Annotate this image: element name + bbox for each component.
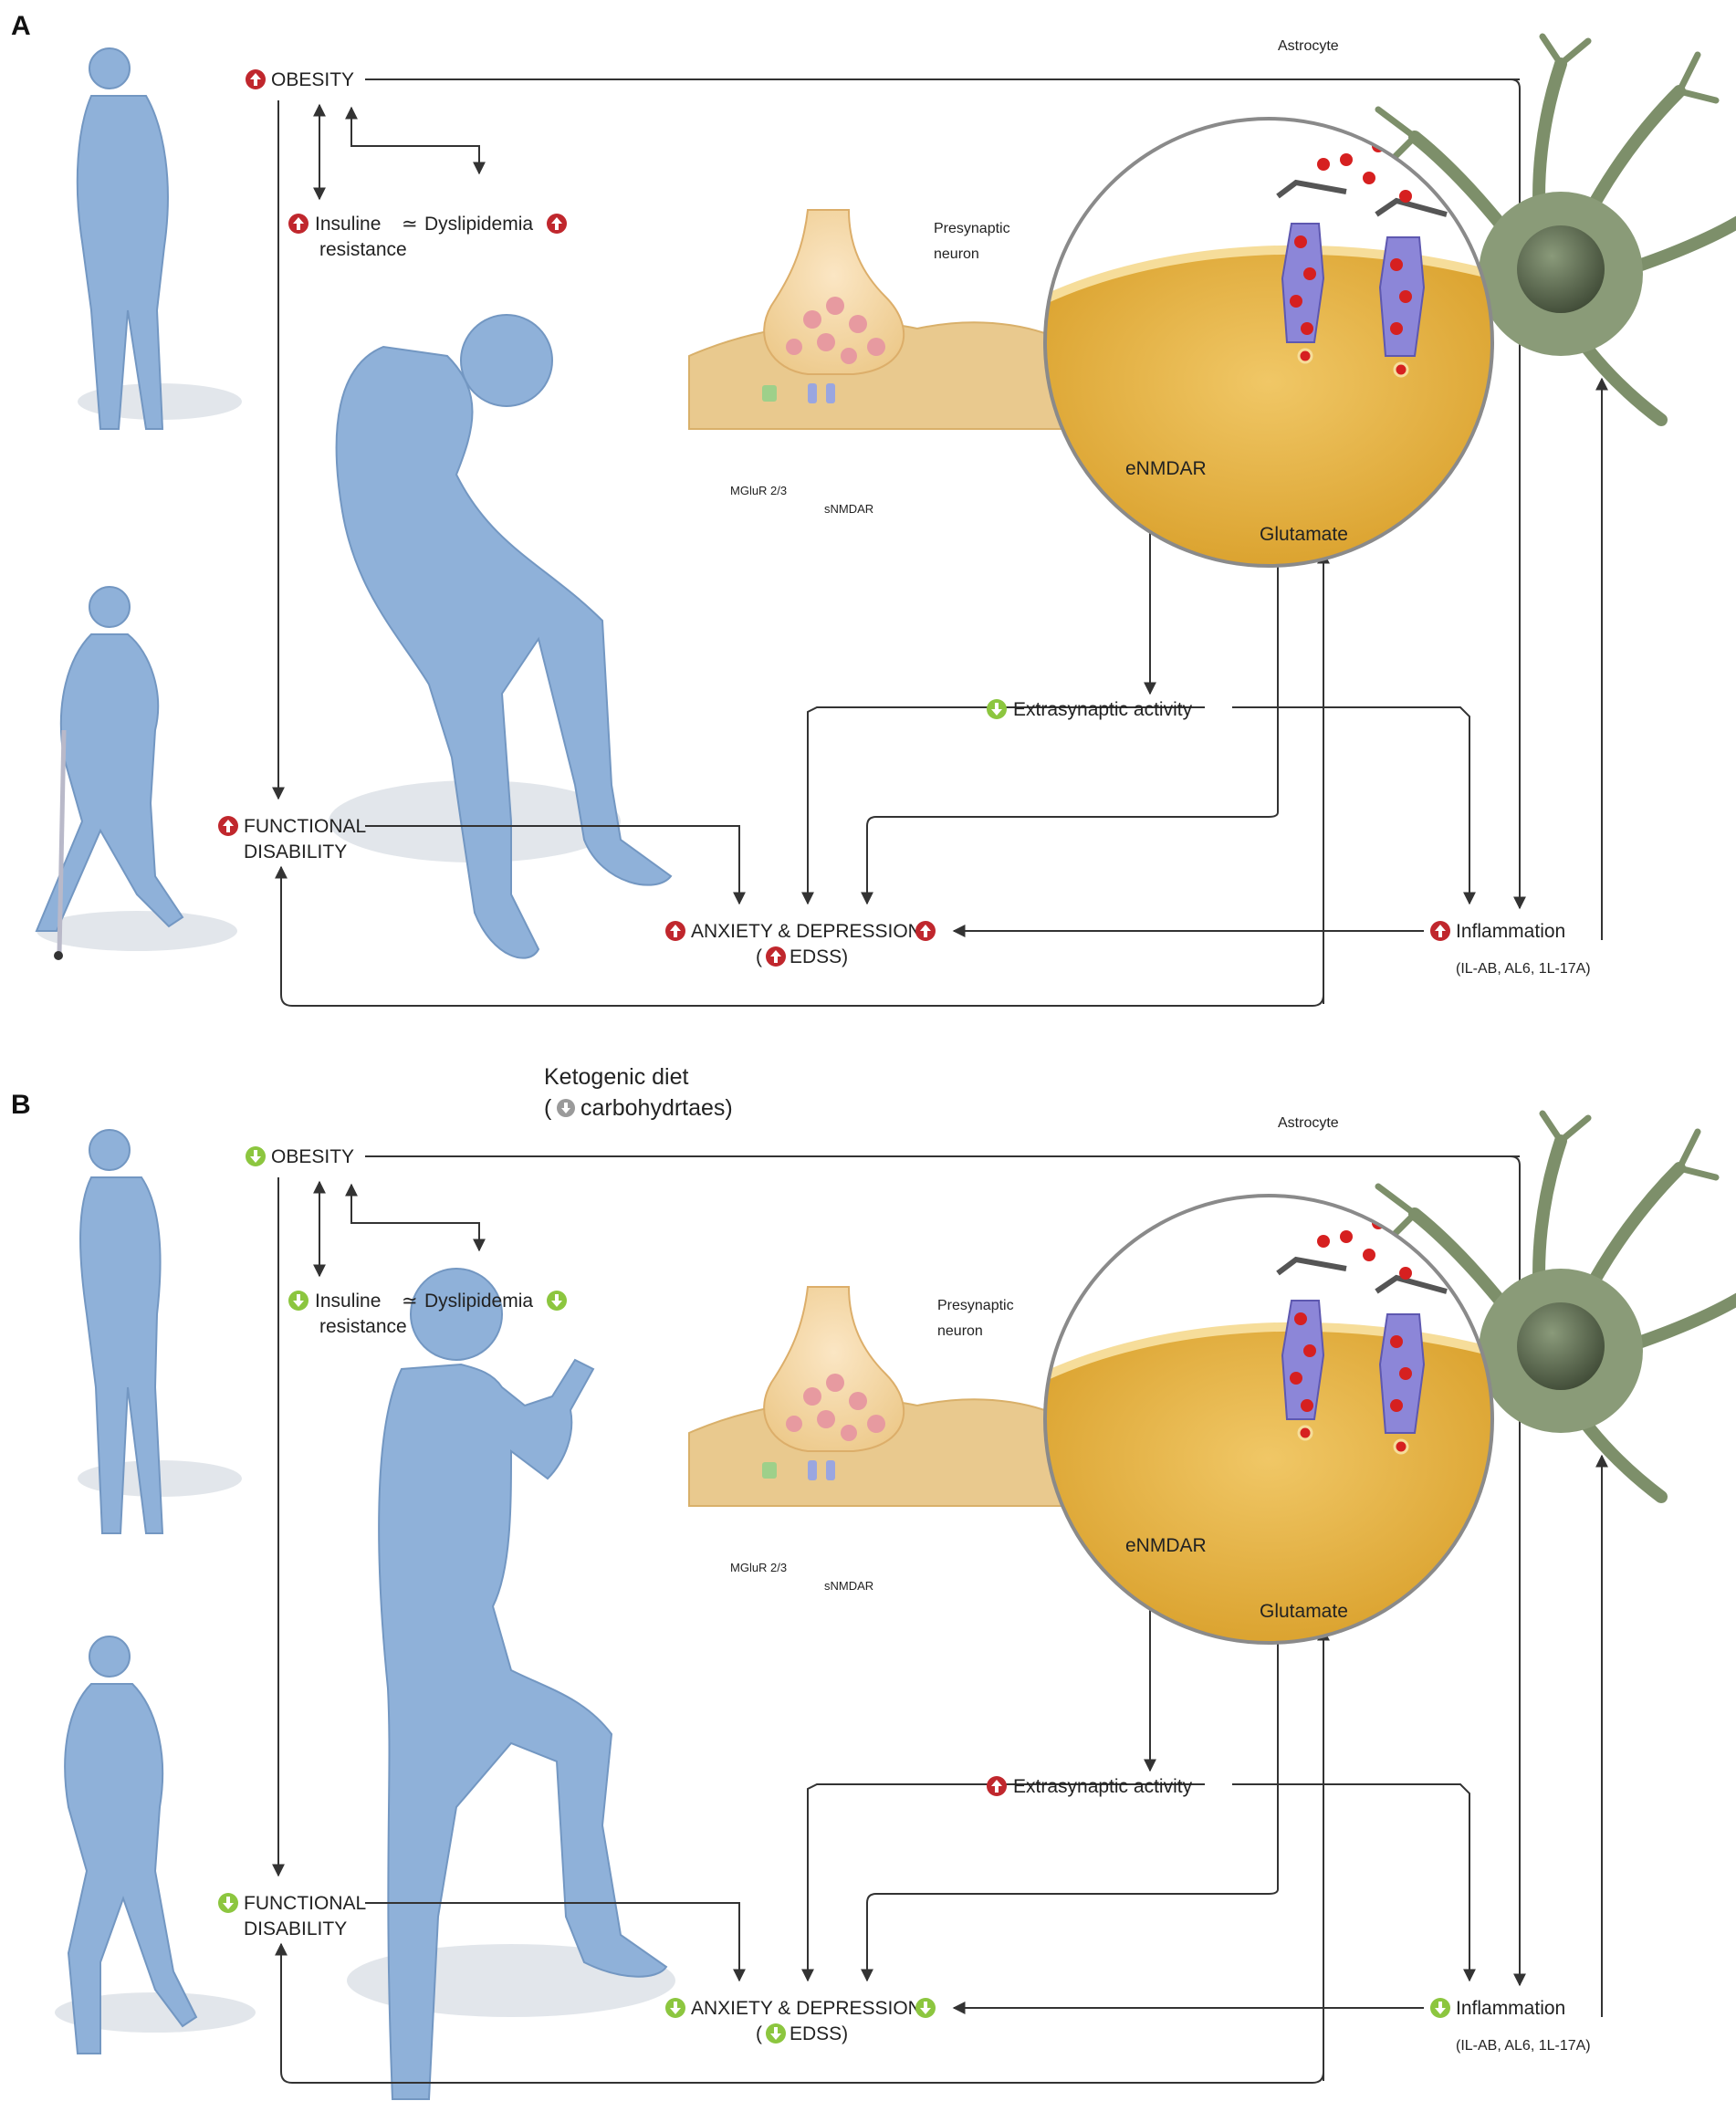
edss-open-paren: ( <box>756 2023 762 2044</box>
anxiety-depression-label: ANXIETY & DEPRESSION <box>691 1998 922 2019</box>
down-arrow-circle-icon <box>915 1998 936 2018</box>
presynaptic-label-line2: neuron <box>934 246 979 262</box>
resistance-label: resistance <box>319 1316 407 1337</box>
extrasynaptic-label: Extrasynaptic activity <box>1013 699 1193 720</box>
presynaptic-label-line1: Presynaptic <box>937 1298 1014 1313</box>
down-arrow-circle-icon <box>1430 1998 1450 2018</box>
up-arrow-circle-icon <box>288 214 309 234</box>
mglur-label: MGluR 2/3 <box>730 1561 787 1574</box>
sitting-figure-thumbs-up <box>347 1268 675 2100</box>
enmdar-label: eNMDAR <box>1125 1535 1207 1556</box>
cytokines-label: (IL-AB, AL6, 1L-17A) <box>1456 961 1591 977</box>
down-arrow-circle-icon <box>547 1291 567 1311</box>
snmdar-label: sNMDAR <box>824 502 873 516</box>
insuline-label: Insuline <box>315 214 381 235</box>
astrocyte-label: Astrocyte <box>1278 1115 1339 1131</box>
obese-figure <box>76 47 242 430</box>
fit-standing-figure <box>78 1129 242 1534</box>
presynaptic-neuron-illustration <box>688 209 1092 430</box>
enmdar-label: eNMDAR <box>1125 458 1207 479</box>
panel-letter: B <box>11 1090 31 1120</box>
down-arrow-circle-icon <box>766 2023 786 2044</box>
edss-label: EDSS) <box>790 946 848 967</box>
mglur-label: MGluR 2/3 <box>730 484 787 497</box>
functional-label: FUNCTIONAL <box>244 1893 366 1914</box>
down-arrow-circle-icon <box>987 699 1007 719</box>
astrocyte-label: Astrocyte <box>1278 38 1339 54</box>
up-arrow-circle-icon <box>665 921 685 941</box>
insuline-label: Insuline <box>315 1291 381 1312</box>
walking-figure <box>55 1636 256 2054</box>
presynaptic-label-line1: Presynaptic <box>934 221 1010 236</box>
glutamate-label: Glutamate <box>1260 1601 1348 1622</box>
disability-label: DISABILITY <box>244 1918 347 1939</box>
dyslipidemia-label: Dyslipidemia <box>424 214 533 235</box>
obesity-label: OBESITY <box>271 1146 354 1167</box>
magnified-synapse-illustration <box>1031 119 1506 580</box>
approx-symbol: ≃ <box>402 214 418 235</box>
up-arrow-circle-icon <box>218 816 238 836</box>
up-arrow-circle-icon <box>547 214 567 234</box>
panel-letter: A <box>11 11 31 41</box>
inflammation-label: Inflammation <box>1456 921 1565 942</box>
down-arrow-circle-icon <box>557 1099 575 1117</box>
down-arrow-circle-icon <box>665 1998 685 2018</box>
glutamate-label: Glutamate <box>1260 524 1348 545</box>
functional-label: FUNCTIONAL <box>244 816 366 837</box>
disability-label: DISABILITY <box>244 841 347 862</box>
ketogenic-diet-title: Ketogenic diet <box>544 1064 689 1090</box>
edss-open-paren: ( <box>756 946 762 967</box>
up-arrow-circle-icon <box>915 921 936 941</box>
dyslipidemia-label: Dyslipidemia <box>424 1291 533 1312</box>
snmdar-label: sNMDAR <box>824 1579 873 1593</box>
up-arrow-circle-icon <box>766 946 786 967</box>
resistance-label: resistance <box>319 239 407 260</box>
cane-figure <box>35 586 237 960</box>
approx-symbol: ≃ <box>402 1291 418 1312</box>
ketogenic-diet-subtitle: carbohydrtaes) <box>580 1095 733 1121</box>
obesity-label: OBESITY <box>271 69 354 90</box>
up-arrow-circle-icon <box>246 69 266 89</box>
up-arrow-circle-icon <box>1430 921 1450 941</box>
edss-open-paren: ( <box>544 1095 552 1121</box>
extrasynaptic-label: Extrasynaptic activity <box>1013 1776 1193 1797</box>
inflammation-label: Inflammation <box>1456 1998 1565 2019</box>
edss-label: EDSS) <box>790 2023 848 2044</box>
panel-a: A <box>11 11 1736 1007</box>
up-arrow-circle-icon <box>987 1776 1007 1796</box>
presynaptic-neuron-illustration <box>688 1286 1092 1507</box>
connectors-b <box>272 1155 1608 2084</box>
sitting-figure-depressed <box>329 314 673 959</box>
magnified-synapse-illustration <box>1031 1196 1506 1657</box>
presynaptic-label-line2: neuron <box>937 1323 983 1339</box>
cytokines-label: (IL-AB, AL6, 1L-17A) <box>1456 2038 1591 2054</box>
down-arrow-circle-icon <box>218 1893 238 1913</box>
anxiety-depression-label: ANXIETY & DEPRESSION <box>691 921 922 942</box>
down-arrow-circle-icon <box>288 1291 309 1311</box>
panel-b: B Ketogenic diet ( carbohydrtaes) <box>11 1064 1736 2100</box>
down-arrow-circle-icon <box>246 1146 266 1166</box>
